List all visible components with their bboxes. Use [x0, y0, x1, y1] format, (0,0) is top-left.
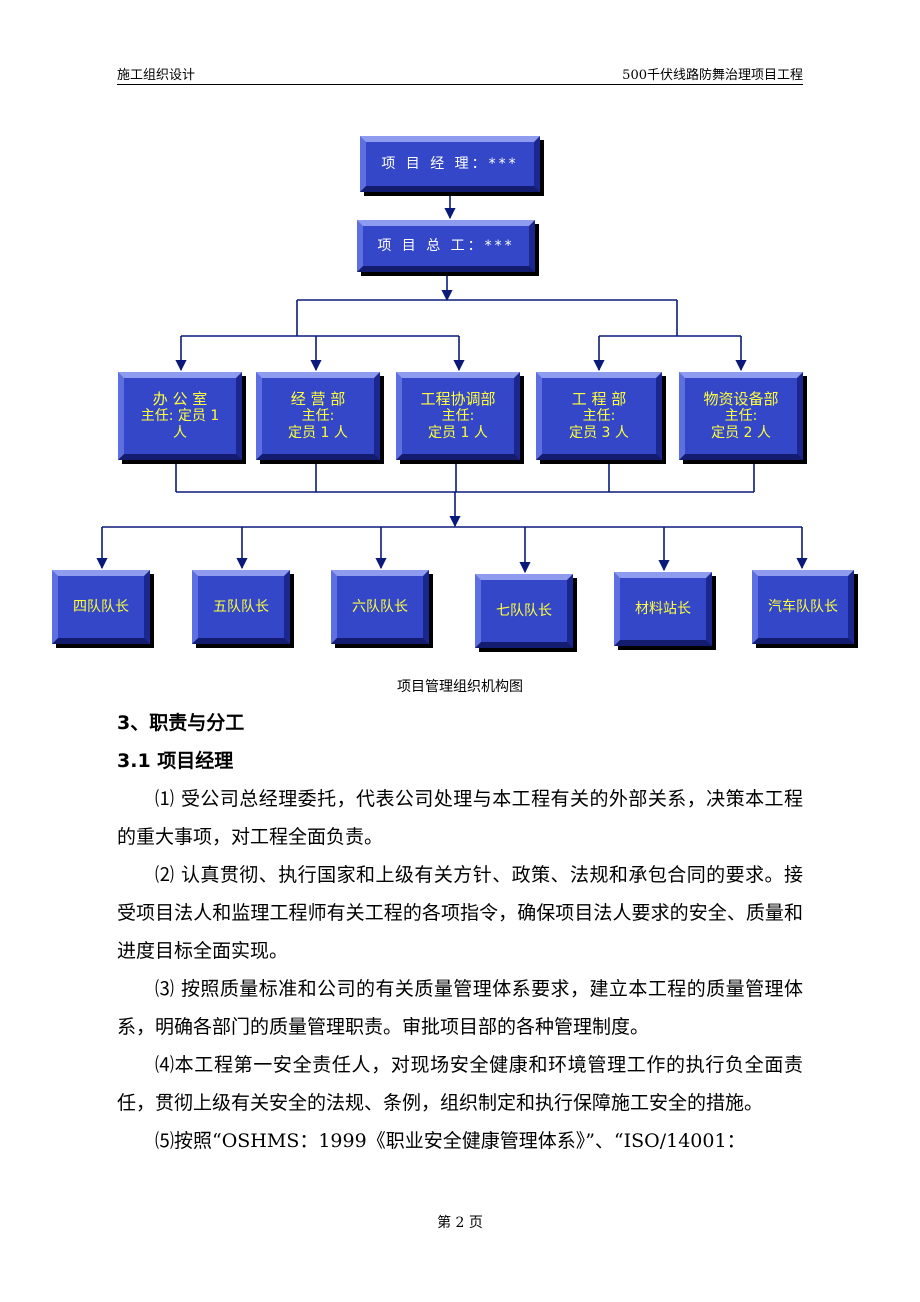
org-node-project-manager: 项 目 经 理：***: [360, 136, 540, 192]
dept-line2: 主任: 定员 1: [140, 407, 220, 424]
dept-name: 工 程 部: [571, 389, 627, 408]
dept-name: 工程协调部: [420, 389, 496, 408]
dept-line3: 人: [173, 424, 187, 441]
section-heading: 3、职责与分工: [117, 712, 245, 734]
org-chart-caption: 项目管理组织机构图: [397, 679, 523, 695]
page-header: 施工组织设计 500千伏线路防舞治理项目工程: [117, 62, 803, 85]
dept-line2: 主任:: [582, 407, 616, 424]
dept-name: 经 营 部: [290, 389, 346, 408]
team-label: 六队队长: [352, 598, 408, 615]
paragraph: ⑷本工程第一安全责任人，对现场安全健康和环境管理工作的执行负全面责任，贯彻上级有…: [117, 1054, 803, 1114]
paragraph: ⑵ 认真贯彻、执行国家和上级有关方针、政策、法规和承包合同的要求。接受项目法人和…: [117, 864, 803, 962]
dept-line2: 主任:: [301, 407, 335, 424]
dept-name: 办 公 室: [152, 389, 208, 408]
org-node-team-7: 七队队长: [475, 574, 573, 648]
org-node-business-dept: 经 营 部 主任: 定员 1 人: [256, 372, 380, 460]
dept-name: 物资设备部: [703, 389, 779, 408]
org-node-team-5: 五队队长: [192, 570, 290, 644]
document-body: 3、职责与分工 3.1 项目经理 ⑴ 受公司总经理委托，代表公司处理与本工程有关…: [117, 704, 803, 1160]
org-node-project-manager-label: 项 目 经 理：***: [381, 155, 519, 172]
dept-line3: 定员 1 人: [288, 424, 348, 441]
org-node-team-6: 六队队长: [331, 570, 429, 644]
team-label: 汽车队队长: [768, 598, 838, 615]
org-chart-connectors: [96, 192, 808, 574]
org-node-material-station: 材料站长: [614, 572, 712, 646]
paragraph: ⑴ 受公司总经理委托，代表公司处理与本工程有关的外部关系，决策本工程的重大事项，…: [117, 788, 803, 848]
header-left-title: 施工组织设计: [117, 68, 196, 83]
paragraph: ⑸按照“OSHMS：1999《职业安全健康管理体系》”、“ISO/14001：: [155, 1130, 746, 1152]
header-right-title: 500千伏线路防舞治理项目工程: [622, 68, 803, 83]
org-node-vehicle-team: 汽车队队长: [752, 570, 854, 644]
dept-line3: 定员 3 人: [569, 424, 629, 441]
subsection-heading: 3.1 项目经理: [117, 750, 234, 772]
org-node-team-4: 四队队长: [52, 570, 150, 644]
team-label: 材料站长: [635, 600, 691, 617]
paragraph: ⑶ 按照质量标准和公司的有关质量管理体系要求，建立本工程的质量管理体系，明确各部…: [117, 978, 803, 1038]
team-label: 四队队长: [73, 598, 129, 615]
org-node-materials-dept: 物资设备部 主任: 定员 2 人: [679, 372, 803, 460]
dept-line2: 主任:: [724, 407, 758, 424]
page-number: 第 2 页: [437, 1215, 483, 1231]
dept-line3: 定员 1 人: [428, 424, 488, 441]
team-label: 七队队长: [496, 602, 552, 619]
dept-line2: 主任:: [441, 407, 475, 424]
org-node-chief-engineer-label: 项 目 总 工：***: [377, 237, 515, 254]
org-node-coordination-dept: 工程协调部 主任: 定员 1 人: [396, 372, 520, 460]
org-node-office: 办 公 室 主任: 定员 1 人: [118, 372, 242, 460]
team-label: 五队队长: [213, 598, 269, 615]
org-node-chief-engineer: 项 目 总 工：***: [357, 220, 535, 272]
dept-line3: 定员 2 人: [711, 424, 771, 441]
org-node-engineering-dept: 工 程 部 主任: 定员 3 人: [536, 372, 662, 460]
